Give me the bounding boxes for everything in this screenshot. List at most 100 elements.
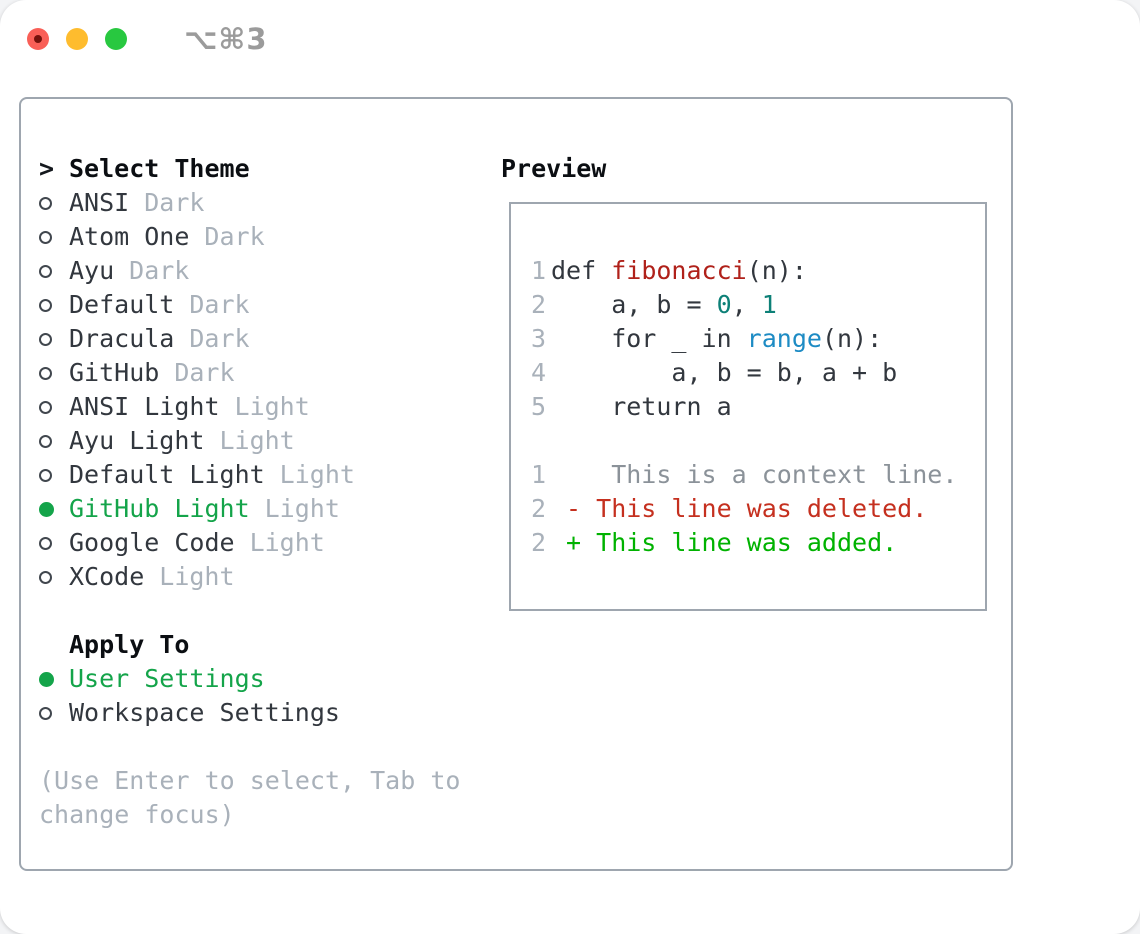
option-label: Ayu	[69, 256, 115, 285]
theme-option-default[interactable]: Default Dark	[39, 288, 460, 322]
select-theme-header-row: > Select Theme	[39, 152, 460, 186]
line-number: 1	[531, 256, 547, 285]
marker-cell	[39, 468, 69, 482]
code-token-fg: return a	[551, 392, 732, 421]
option-tag: Light	[234, 392, 310, 421]
option-label: ANSI Light	[69, 392, 220, 421]
close-button[interactable]	[27, 28, 49, 50]
marker-cell	[39, 706, 69, 720]
section-title-select-theme: Select Theme	[69, 154, 250, 183]
titlebar: ⌥⌘3	[27, 22, 268, 56]
marker-cell	[39, 671, 69, 687]
marker-cell	[39, 332, 69, 346]
code-token-fg: def	[551, 256, 612, 285]
marker-cell	[39, 230, 69, 244]
apply-target-user-settings[interactable]: User Settings	[39, 662, 460, 696]
code-line: 2 a, b = 0, 1	[531, 288, 985, 322]
option-label: XCode	[69, 562, 145, 591]
code-token-fg: ,	[731, 290, 762, 319]
marker-cell	[39, 196, 69, 210]
code-token-fn: fibonacci	[611, 256, 747, 285]
apply-to-header-row: Apply To	[39, 628, 460, 662]
section-title-apply-to: Apply To	[69, 630, 190, 659]
radio-icon	[39, 400, 52, 414]
theme-option-xcode[interactable]: XCode Light	[39, 560, 460, 594]
radio-icon	[39, 230, 52, 244]
option-tag: Light	[264, 494, 340, 523]
radio-icon	[39, 706, 52, 720]
theme-option-google-code[interactable]: Google Code Light	[39, 526, 460, 560]
option-tag: Light	[249, 528, 325, 557]
line-number: 3	[531, 324, 547, 353]
option-label: Dracula	[69, 324, 175, 353]
zoom-button[interactable]	[105, 28, 127, 50]
theme-list: ANSI Dark Atom One Dark Ayu Dark Default…	[39, 186, 460, 594]
hint-line-2: change focus)	[39, 800, 235, 829]
marker-cell	[39, 501, 69, 517]
theme-option-atom-one[interactable]: Atom One Dark	[39, 220, 460, 254]
marker-cell	[39, 366, 69, 380]
code-token-num: 1	[761, 290, 777, 319]
option-tag: Light	[219, 426, 295, 455]
code-line: 1 This is a context line.	[531, 458, 985, 492]
radio-icon	[39, 264, 52, 278]
option-tag: Dark	[144, 188, 205, 217]
radio-icon	[39, 570, 52, 584]
code-token-ctx: This is a context line.	[551, 460, 958, 489]
option-tag: Dark	[174, 358, 235, 387]
code-token-num: 0	[716, 290, 732, 319]
code-token-del: - This line was deleted.	[551, 494, 928, 523]
code-line	[531, 424, 985, 458]
selection-caret-icon: >	[39, 154, 55, 183]
code-token-fg: a, b = b, a + b	[551, 358, 898, 387]
option-tag: Dark	[189, 324, 250, 353]
option-tag: Dark	[129, 256, 190, 285]
code-token-fg: (n):	[821, 324, 883, 353]
radio-icon	[39, 501, 54, 517]
theme-option-ayu[interactable]: Ayu Dark	[39, 254, 460, 288]
marker-cell	[39, 536, 69, 550]
hint-line-1: (Use Enter to select, Tab to	[39, 766, 461, 795]
line-number: 2	[531, 290, 547, 319]
marker-cell: >	[39, 152, 69, 186]
radio-icon	[39, 366, 52, 380]
option-label: Default Light	[69, 460, 265, 489]
line-number: 2	[531, 494, 547, 523]
theme-option-default-light[interactable]: Default Light Light	[39, 458, 460, 492]
option-tag: Light	[279, 460, 355, 489]
apply-target-list: User Settings Workspace Settings	[39, 662, 460, 730]
theme-option-github-light[interactable]: GitHub Light Light	[39, 492, 460, 526]
radio-icon	[39, 671, 54, 687]
marker-cell	[39, 400, 69, 414]
radio-icon	[39, 196, 52, 210]
radio-icon	[39, 298, 52, 312]
code-line: 3 for _ in range(n):	[531, 322, 985, 356]
minimize-button[interactable]	[66, 28, 88, 50]
theme-option-ansi[interactable]: ANSI Dark	[39, 186, 460, 220]
theme-option-github[interactable]: GitHub Dark	[39, 356, 460, 390]
marker-cell	[39, 298, 69, 312]
gap	[39, 730, 460, 764]
radio-icon	[39, 332, 52, 346]
option-label: Google Code	[69, 528, 235, 557]
code-token-fg: a, b =	[551, 290, 717, 319]
theme-option-ansi-light[interactable]: ANSI Light Light	[39, 390, 460, 424]
option-tag: Dark	[189, 290, 250, 319]
option-label: Ayu Light	[69, 426, 205, 455]
option-label: Atom One	[69, 222, 190, 251]
theme-option-ayu-light[interactable]: Ayu Light Light	[39, 424, 460, 458]
marker-cell	[39, 570, 69, 584]
line-number: 5	[531, 392, 547, 421]
option-label: GitHub	[69, 358, 160, 387]
line-number: 2	[531, 528, 547, 557]
apply-target-workspace-settings[interactable]: Workspace Settings	[39, 696, 460, 730]
marker-cell	[39, 434, 69, 448]
option-tag: Dark	[204, 222, 265, 251]
theme-option-dracula[interactable]: Dracula Dark	[39, 322, 460, 356]
code-token-fg: for _ in	[551, 324, 747, 353]
record-dot-icon	[34, 35, 42, 43]
